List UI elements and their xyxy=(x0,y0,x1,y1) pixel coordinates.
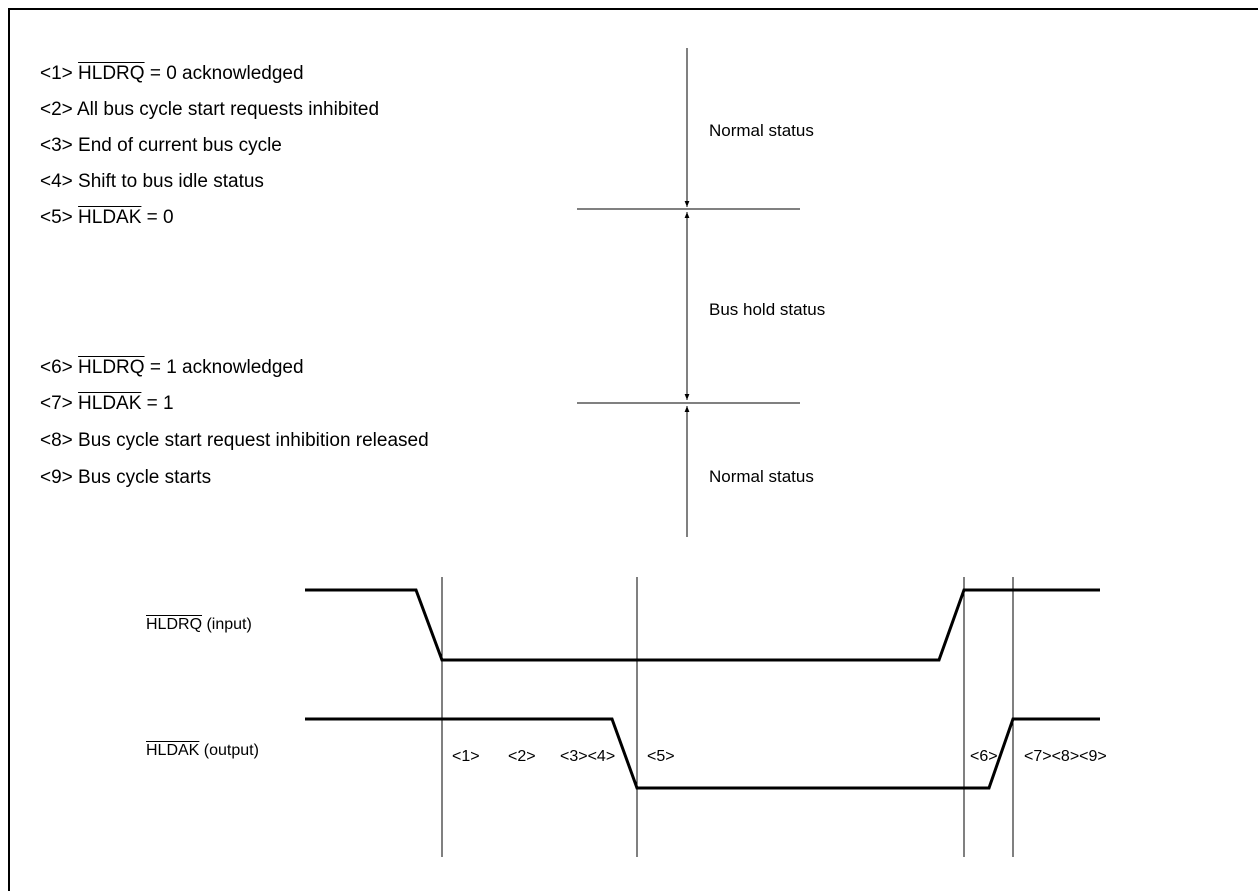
step-6: <6> HLDRQ = 1 acknowledged xyxy=(40,357,304,378)
marker-7-8-9: <7><8><9> xyxy=(1024,748,1107,765)
step-5: <5> HLDAK = 0 xyxy=(40,207,174,228)
marker-6: <6> xyxy=(970,748,998,765)
hldak-signal-label: HLDAK (output) xyxy=(146,742,259,759)
hldak-waveform xyxy=(305,717,1100,790)
figure-frame xyxy=(8,8,1258,891)
step-2: <2> All bus cycle start requests inhibit… xyxy=(40,99,380,120)
step-1: <1> HLDRQ = 0 acknowledged xyxy=(40,63,304,84)
step-3: <3> End of current bus cycle xyxy=(40,135,282,156)
step-4: <4> Shift to bus idle status xyxy=(40,171,264,192)
marker-3-4: <3><4> xyxy=(560,748,616,765)
bus-hold-status-label: Bus hold status xyxy=(709,300,826,319)
marker-2: <2> xyxy=(508,748,536,765)
step-9: <9> Bus cycle starts xyxy=(40,467,212,488)
hldrq-signal-label: HLDRQ (input) xyxy=(146,616,252,633)
marker-1: <1> xyxy=(452,748,480,765)
normal-status-bottom-label: Normal status xyxy=(709,467,814,486)
normal-status-top-label: Normal status xyxy=(709,121,814,140)
marker-5: <5> xyxy=(647,748,675,765)
step-7: <7> HLDAK = 1 xyxy=(40,393,174,414)
step-8: <8> Bus cycle start request inhibition r… xyxy=(40,430,429,451)
hldrq-waveform xyxy=(305,588,1100,662)
